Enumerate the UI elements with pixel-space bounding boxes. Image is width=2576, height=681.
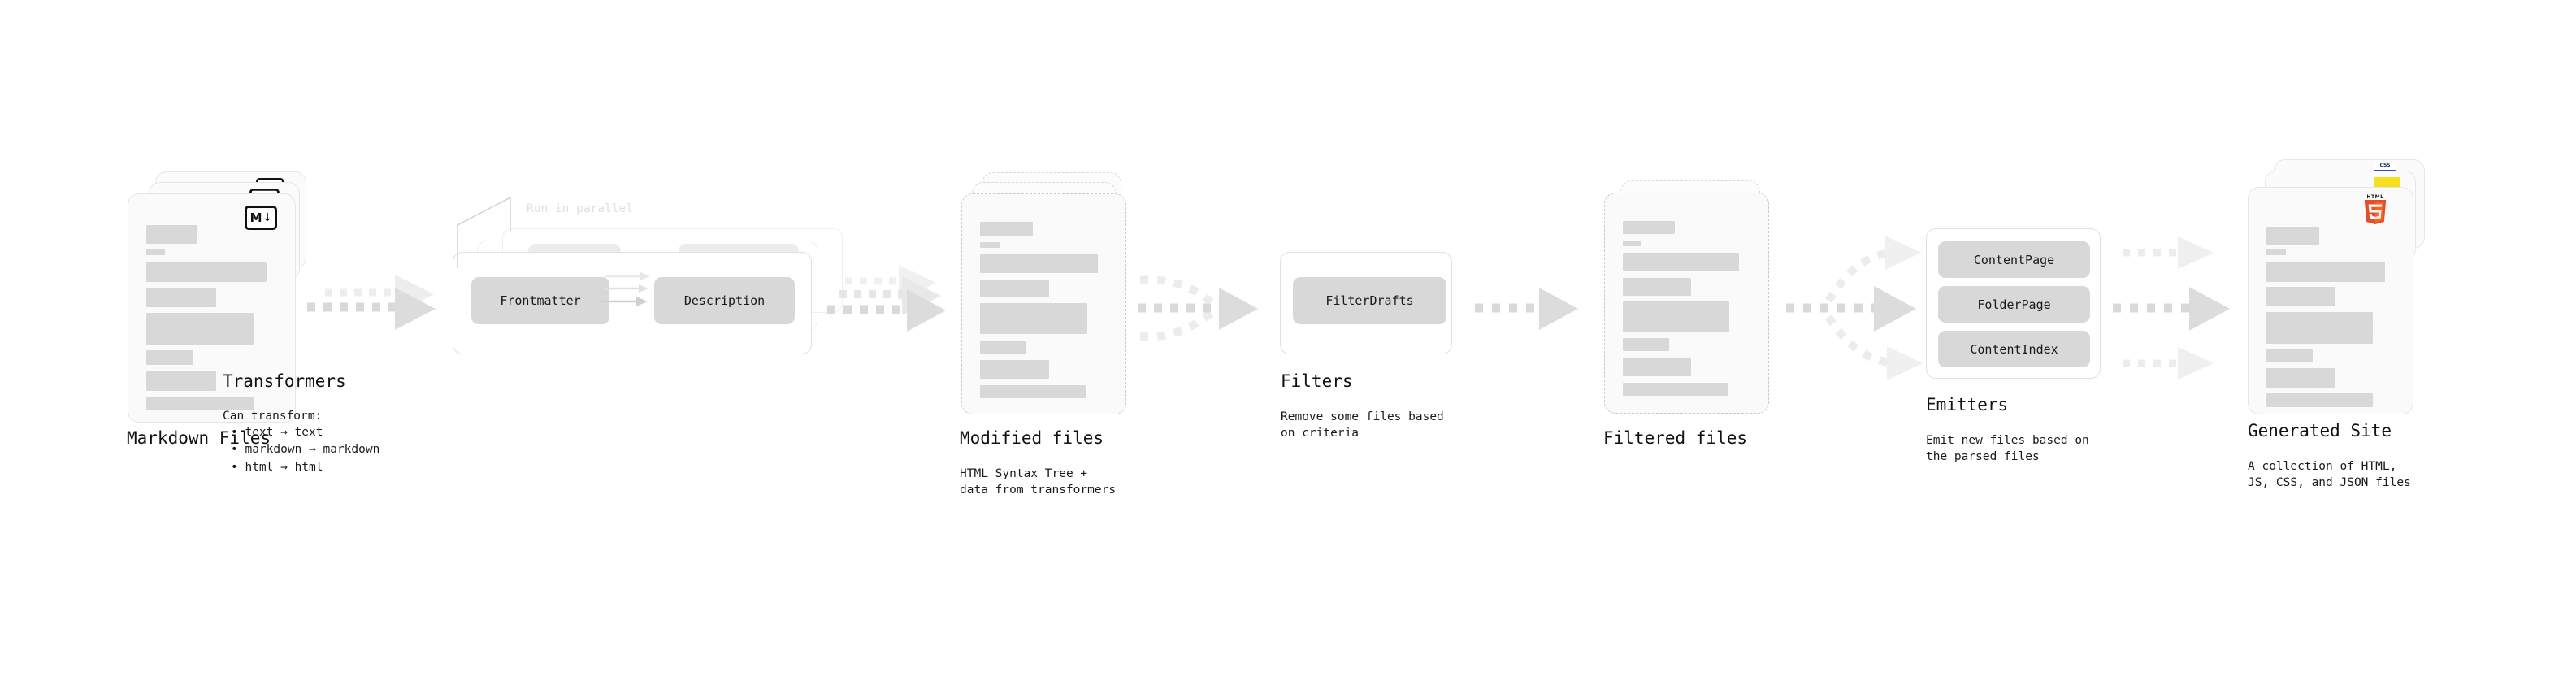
filtered-card-front xyxy=(1604,193,1769,414)
skeleton-bar xyxy=(2266,349,2313,362)
stage-title-emitters: Emitters xyxy=(1926,395,2009,414)
emitters-panel: ContentPage FolderPage ContentIndex xyxy=(1926,228,2101,379)
skeleton-bar xyxy=(980,254,1098,273)
skeleton-bar xyxy=(980,222,1033,236)
emitters-subtitle: Emit new files based on the parsed files xyxy=(1926,434,2089,463)
arrow-filters-to-filtered xyxy=(1475,288,1578,330)
skeleton-bar xyxy=(980,385,1086,398)
markdown-icon-letter: M xyxy=(249,210,262,225)
skeleton-bar xyxy=(1623,301,1729,332)
generated-site-subtitle: A collection of HTML, JS, CSS, and JSON … xyxy=(2248,460,2411,489)
skeleton-bar xyxy=(146,313,254,345)
modified-card-front xyxy=(961,193,1126,414)
filters-panel: FilterDrafts xyxy=(1280,252,1452,354)
transformers-subtitle: Can transform: xyxy=(223,410,323,423)
markdown-card-front xyxy=(128,193,296,423)
stage-generated-site: CSS HTML Generated S xyxy=(0,0,2425,489)
transformer-chip-label: Frontmatter xyxy=(500,293,581,308)
transformers-bullet-2: • html → html xyxy=(231,461,323,474)
skeleton-bar xyxy=(980,340,1026,354)
skeleton-bar xyxy=(146,350,193,365)
html5-icon-label: HTML xyxy=(2363,194,2387,201)
transformer-panel-front: Frontmatter Description xyxy=(453,252,812,354)
skeleton-bar xyxy=(1623,383,1728,396)
stage-title-filtered-files: Filtered files xyxy=(1603,428,1748,448)
skeleton-bar xyxy=(2266,312,2373,344)
skeleton-bar xyxy=(980,303,1087,334)
emitter-chip-label: FolderPage xyxy=(1977,297,2051,312)
markdown-icon-arrow: ↓ xyxy=(262,211,272,224)
skeleton-bar xyxy=(2266,287,2335,306)
filter-chip-label: FilterDrafts xyxy=(1325,293,1414,308)
transformer-chip-frontmatter[interactable]: Frontmatter xyxy=(471,277,609,324)
arrow-filtered-to-emitters xyxy=(1786,236,1923,380)
emitter-chip-label: ContentPage xyxy=(1973,252,2055,267)
skeleton-bar xyxy=(1623,253,1739,271)
skeleton-bar xyxy=(980,242,1000,248)
skeleton-bar xyxy=(2266,262,2385,282)
transformers-bullet-0: • text → text xyxy=(231,426,323,439)
stage-title-generated-site: Generated Site xyxy=(2248,421,2392,440)
skeleton-bar xyxy=(1623,241,1641,246)
filter-chip-filterdrafts[interactable]: FilterDrafts xyxy=(1293,277,1446,324)
filters-subtitle: Remove some files based on criteria xyxy=(1281,410,1444,440)
stage-title-transformers: Transformers xyxy=(223,371,346,391)
modified-files-subtitle: HTML Syntax Tree + data from transformer… xyxy=(960,467,1117,497)
skeleton-bar xyxy=(1623,358,1691,376)
arrow-modified-to-filters xyxy=(1138,275,1258,341)
emitter-chip-contentindex[interactable]: ContentIndex xyxy=(1938,331,2090,367)
arrow-emitters-to-site xyxy=(2113,236,2230,380)
skeleton-bar xyxy=(2266,227,2319,245)
html5-icon: HTML xyxy=(2363,194,2387,224)
skeleton-bar xyxy=(146,225,197,244)
skeleton-bar xyxy=(980,360,1049,379)
stage-title-filters: Filters xyxy=(1281,371,1353,391)
arrow-markdown-to-transformers xyxy=(307,275,436,330)
skeleton-bar xyxy=(980,280,1049,297)
stage-title-modified-files: Modified files xyxy=(960,428,1104,448)
stage-title-markdown-files: Markdown Files xyxy=(127,428,271,448)
css-icon-label: CSS xyxy=(2379,163,2391,168)
skeleton-bar xyxy=(1623,338,1669,351)
emitter-chip-contentpage[interactable]: ContentPage xyxy=(1938,241,2090,278)
skeleton-bar xyxy=(1623,278,1691,296)
transformer-chip-label: Description xyxy=(683,293,765,308)
skeleton-bar xyxy=(146,288,216,307)
html5-icon-shield xyxy=(2364,200,2387,224)
transformer-chip-description[interactable]: Description xyxy=(654,277,795,324)
markdown-icon-front: M↓ xyxy=(245,206,277,230)
skeleton-bar xyxy=(2266,368,2335,388)
skeleton-bar xyxy=(146,262,267,282)
skeleton-bar xyxy=(146,371,216,391)
site-card-front xyxy=(2248,187,2413,414)
skeleton-bar xyxy=(2266,393,2373,407)
arrow-transformers-to-modified xyxy=(827,265,946,332)
skeleton-bar xyxy=(146,249,165,255)
skeleton-bar xyxy=(146,397,254,410)
emitter-chip-label: ContentIndex xyxy=(1970,341,2058,357)
emitter-chip-folderpage[interactable]: FolderPage xyxy=(1938,286,2090,323)
transformers-bullet-1: • markdown → markdown xyxy=(231,443,380,456)
parallel-note: Run in parallel xyxy=(527,202,633,215)
skeleton-bar xyxy=(1623,221,1675,234)
skeleton-bar xyxy=(2266,249,2286,255)
